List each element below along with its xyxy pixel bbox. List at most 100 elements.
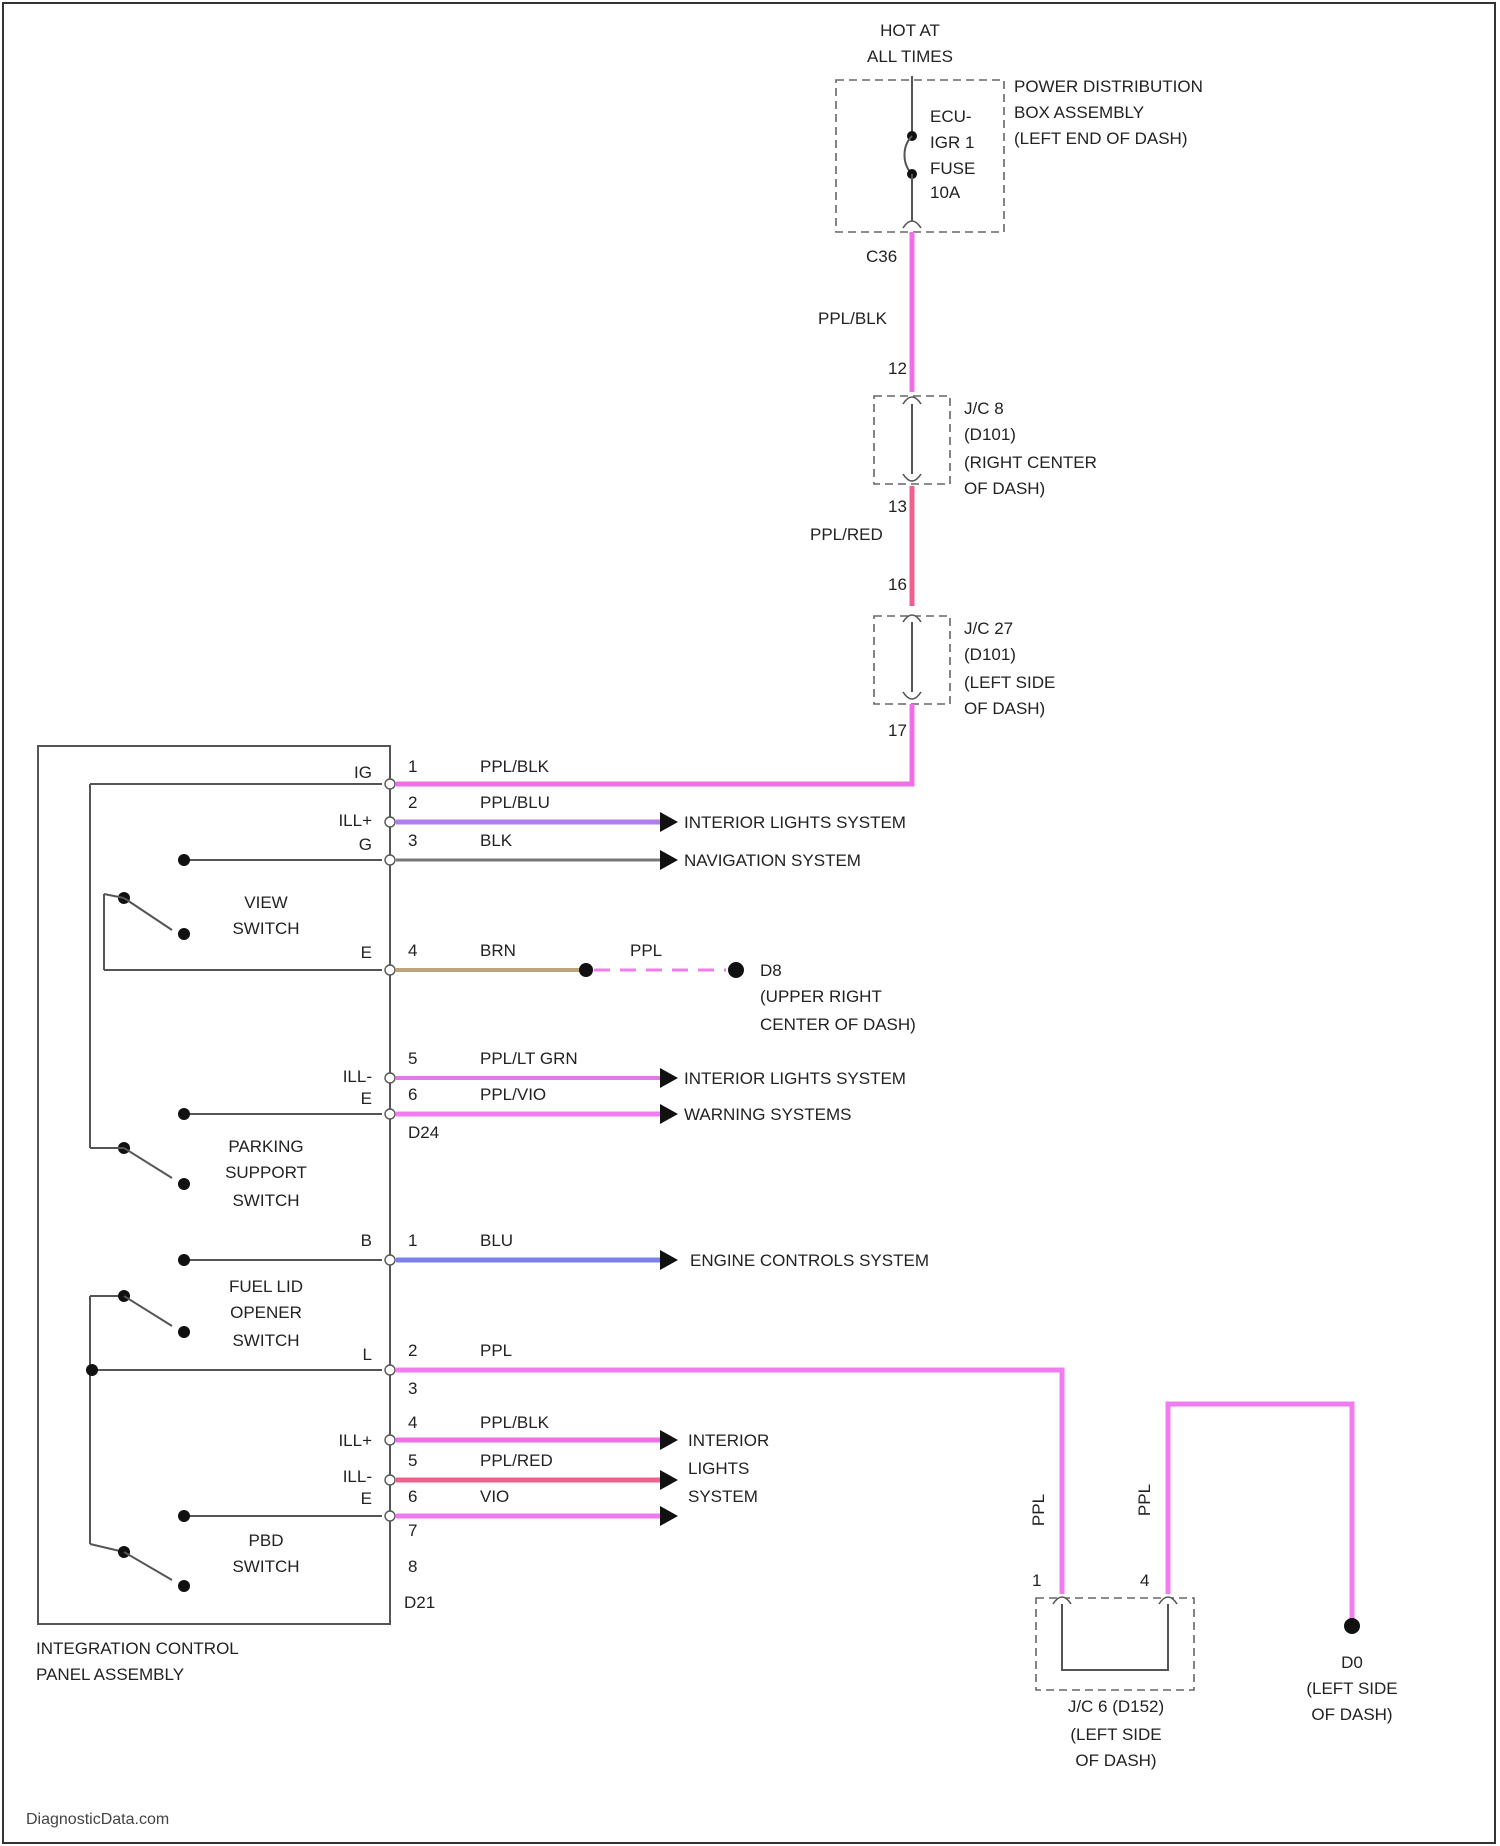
fuel-lid-label-1: FUEL LID bbox=[229, 1277, 303, 1296]
dest-warning: WARNING SYSTEMS bbox=[684, 1105, 852, 1124]
jc6-pin-right: 4 bbox=[1140, 1571, 1149, 1590]
jc6-wire-right: PPL bbox=[1135, 1484, 1154, 1516]
pin-circle bbox=[385, 1475, 395, 1485]
pin-circle bbox=[385, 1073, 395, 1083]
conn-a-wire-6: PPL/VIO bbox=[480, 1085, 546, 1104]
arrow-interior-c bbox=[660, 1506, 678, 1526]
jc6-bus bbox=[1062, 1604, 1168, 1670]
jc27-name: J/C 27 bbox=[964, 619, 1013, 638]
ground-d8-location-2: CENTER OF DASH) bbox=[760, 1015, 916, 1034]
pin-circle bbox=[385, 1511, 395, 1521]
pin-b-label: B bbox=[361, 1231, 372, 1250]
conn-a-wire-4: BRN bbox=[480, 941, 516, 960]
pin-ill-plus-2-label: ILL+ bbox=[338, 1431, 372, 1450]
dest-interior-2: LIGHTS bbox=[688, 1459, 749, 1478]
connector-c36-label: C36 bbox=[866, 247, 897, 266]
jc27-bottom-connector bbox=[903, 692, 921, 699]
pin-circle bbox=[385, 1365, 395, 1375]
pin-circle bbox=[385, 965, 395, 975]
dest-interior-lights-1: INTERIOR LIGHTS SYSTEM bbox=[684, 813, 906, 832]
pin-circle bbox=[385, 1109, 395, 1119]
pin-ill-minus-1-label: ILL- bbox=[343, 1067, 372, 1086]
conn-a-pin-6: 6 bbox=[408, 1085, 417, 1104]
conn-c-pin-8: 8 bbox=[408, 1557, 417, 1576]
power-box-title-3: (LEFT END OF DASH) bbox=[1014, 129, 1187, 148]
jc6-location-2: OF DASH) bbox=[1075, 1751, 1156, 1770]
panel-title-1: INTEGRATION CONTROL bbox=[36, 1639, 239, 1658]
jc6-box bbox=[1036, 1598, 1194, 1690]
view-switch-label-2: SWITCH bbox=[232, 919, 299, 938]
power-box-title-1: POWER DISTRIBUTION bbox=[1014, 77, 1203, 96]
jc8-code: (D101) bbox=[964, 425, 1016, 444]
ground-d8-location-1: (UPPER RIGHT bbox=[760, 987, 882, 1006]
dest-interior-3: SYSTEM bbox=[688, 1487, 758, 1506]
pin-ig-label: IG bbox=[354, 763, 372, 782]
power-box-title-2: BOX ASSEMBLY bbox=[1014, 103, 1144, 122]
ground-d0-point bbox=[1344, 1618, 1360, 1634]
pbd-dot bbox=[178, 1510, 190, 1522]
arrow-interior-b bbox=[660, 1470, 678, 1490]
fuel-lid-label-3: SWITCH bbox=[232, 1331, 299, 1350]
conn-c-pin-6: 6 bbox=[408, 1487, 417, 1506]
conn-a-pin-1: 1 bbox=[408, 757, 417, 776]
conn-c-wire-5: PPL/RED bbox=[480, 1451, 553, 1470]
wire-ppl-d0 bbox=[1168, 1404, 1352, 1620]
fuse-rating: 10A bbox=[930, 183, 961, 202]
conn-c-pin-2: 2 bbox=[408, 1341, 417, 1360]
conn-b-wire-1: BLU bbox=[480, 1231, 513, 1250]
all-times-label: ALL TIMES bbox=[867, 47, 953, 66]
parking-switch-label-1: PARKING bbox=[228, 1137, 303, 1156]
conn-a-pin-5: 5 bbox=[408, 1049, 417, 1068]
conn-b-pin-1: 1 bbox=[408, 1231, 417, 1250]
jc27-location-1: (LEFT SIDE bbox=[964, 673, 1055, 692]
fuse-name-1: ECU- bbox=[930, 107, 972, 126]
arrow-warning bbox=[660, 1104, 678, 1124]
fuel-lid-blade bbox=[124, 1296, 172, 1326]
conn-c-wire-6: VIO bbox=[480, 1487, 509, 1506]
ground-d0-location-1: (LEFT SIDE bbox=[1306, 1679, 1397, 1698]
diagram-frame bbox=[3, 3, 1495, 1843]
conn-a-pin-2: 2 bbox=[408, 793, 417, 812]
splice-brn bbox=[579, 963, 593, 977]
parking-switch-blade bbox=[124, 1148, 172, 1178]
parking-switch-label-2: SUPPORT bbox=[225, 1163, 307, 1182]
internal-g-dot bbox=[178, 854, 190, 866]
pin-ill-minus-2-label: ILL- bbox=[343, 1467, 372, 1486]
conn-a-name: D24 bbox=[408, 1123, 439, 1142]
jc27-location-2: OF DASH) bbox=[964, 699, 1045, 718]
fuel-lid-dot bbox=[178, 1254, 190, 1266]
jc6-pin-left: 1 bbox=[1032, 1571, 1041, 1590]
pin-circle bbox=[385, 855, 395, 865]
conn-c-wire-4: PPL/BLK bbox=[480, 1413, 550, 1432]
conn-a-pin-4: 4 bbox=[408, 941, 417, 960]
pbd-blade bbox=[124, 1552, 172, 1580]
jc8-location-2: OF DASH) bbox=[964, 479, 1045, 498]
jc8-location-1: (RIGHT CENTER bbox=[964, 453, 1097, 472]
watermark: DiagnosticData.com bbox=[26, 1811, 169, 1828]
dest-navigation: NAVIGATION SYSTEM bbox=[684, 851, 861, 870]
panel-title-2: PANEL ASSEMBLY bbox=[36, 1665, 184, 1684]
fuse-symbol bbox=[905, 136, 913, 174]
pin-circle bbox=[385, 1435, 395, 1445]
parking-switch-label-3: SWITCH bbox=[232, 1191, 299, 1210]
conn-c-pin-4: 4 bbox=[408, 1413, 417, 1432]
jc27-pin-bottom: 17 bbox=[888, 721, 907, 740]
ground-d0-location-2: OF DASH) bbox=[1311, 1705, 1392, 1724]
view-switch-label-1: VIEW bbox=[244, 893, 287, 912]
arrow-navigation bbox=[660, 850, 678, 870]
conn-c-wire-2: PPL bbox=[480, 1341, 512, 1360]
hot-at-label: HOT AT bbox=[880, 21, 940, 40]
dest-interior-1: INTERIOR bbox=[688, 1431, 769, 1450]
arrow-interior-lights-2 bbox=[660, 1068, 678, 1088]
fuel-lid-contact-b bbox=[178, 1326, 190, 1338]
ground-d8-point bbox=[728, 962, 744, 978]
view-switch-contact-b bbox=[178, 928, 190, 940]
conn-a-wire-5: PPL/LT GRN bbox=[480, 1049, 578, 1068]
jc8-pin-top: 12 bbox=[888, 359, 907, 378]
jc6-wire-left: PPL bbox=[1029, 1494, 1048, 1526]
pin-ill-plus-1-label: ILL+ bbox=[338, 811, 372, 830]
fuse-name-2: IGR 1 bbox=[930, 133, 974, 152]
conn-a-wire-1: PPL/BLK bbox=[480, 757, 550, 776]
jc8-bottom-connector bbox=[903, 474, 921, 481]
pin-e3-label: E bbox=[361, 1489, 372, 1508]
